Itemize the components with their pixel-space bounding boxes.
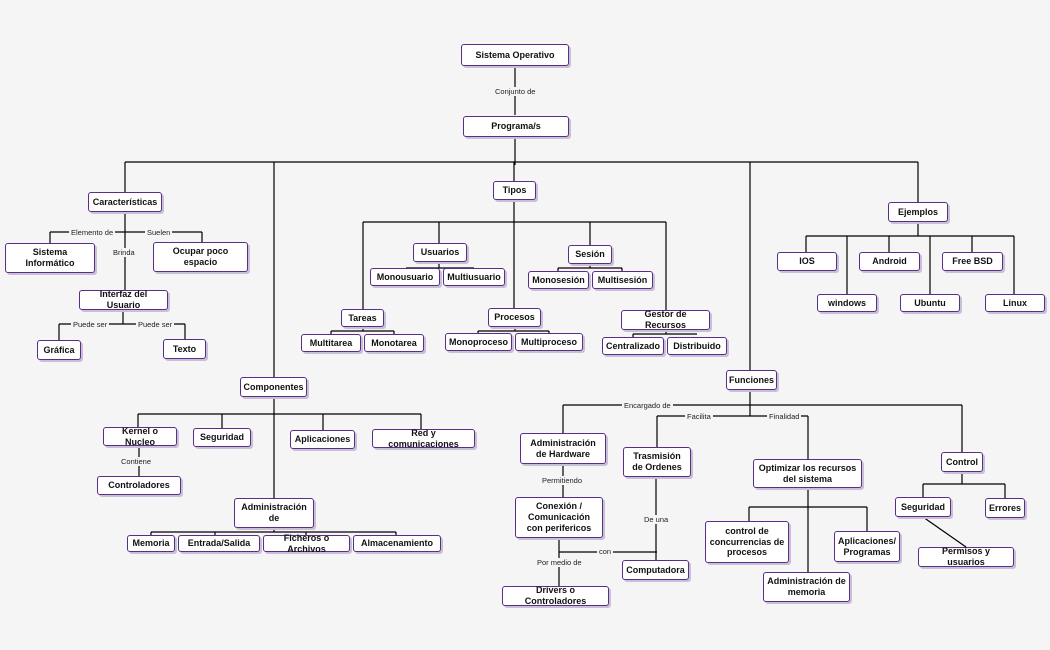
node-ficheros-o-archivos: Ficheros o Archivos: [263, 533, 350, 554]
node-distribuido: Distribuido: [667, 337, 727, 355]
label-elemento-de: Elemento de: [69, 228, 116, 237]
node-drivers-o-controladores: Drivers o Controladores: [502, 585, 609, 606]
label-puede-ser-1: Puede ser: [71, 320, 110, 329]
node-aplicaciones: Aplicaciones: [290, 430, 355, 449]
node-texto: Texto: [163, 339, 206, 359]
label-contiene: Contiene: [119, 457, 154, 466]
node-ejemplos: Ejemplos: [888, 202, 948, 222]
label-suelen: Suelen: [145, 228, 173, 237]
node-sistema-informatico: Sistema Informático: [5, 243, 95, 273]
label-puede-ser-2: Puede ser: [136, 320, 175, 329]
node-android: Android: [859, 252, 920, 271]
label-facilita: Facilita: [685, 412, 713, 421]
node-tipos: Tipos: [493, 181, 536, 200]
node-usuarios: Usuarios: [413, 243, 467, 262]
node-funciones: Funciones: [726, 370, 777, 390]
node-administracion-de: Administración de: [234, 498, 314, 528]
node-grafica: Gráfica: [37, 340, 81, 360]
node-linux: Linux: [985, 294, 1045, 312]
label-por-medio-de: Por medio de: [535, 558, 584, 567]
node-almacenamiento: Almacenamiento: [353, 535, 441, 552]
node-control: Control: [941, 452, 983, 472]
label-conjunto-de: Conjunto de: [493, 87, 538, 96]
node-permisos-y-usuarios: Permisos y usuarios: [918, 546, 1014, 567]
label-de-una: De una: [642, 515, 671, 524]
node-monosesion: Monosesión: [528, 271, 589, 289]
node-memoria: Memoria: [127, 535, 175, 552]
label-brinda: Brinda: [111, 248, 137, 257]
node-trasmision-de-ordenes: Trasmisión de Ordenes: [623, 447, 691, 477]
node-ocupar-poco-espacio: Ocupar poco espacio: [153, 242, 248, 272]
node-administracion-de-hardware: Administración de Hardware: [520, 433, 606, 464]
node-multiusuario: Multiusuario: [443, 268, 505, 286]
node-monoproceso: Monoproceso: [445, 333, 512, 351]
node-multitarea: Multitarea: [301, 334, 361, 352]
node-gestor-de-recursos: Gestor de Recursos: [621, 309, 710, 330]
node-seguridad-componente: Seguridad: [193, 428, 251, 447]
node-seguridad-funcion: Seguridad: [895, 497, 951, 517]
node-tareas: Tareas: [341, 309, 384, 327]
node-control-de-concurrencias: control de concurrencias de procesos: [705, 521, 789, 563]
node-centralizado: Centralizado: [602, 337, 664, 355]
node-programas: Programa/s: [463, 116, 569, 137]
node-multiproceso: Multiproceso: [515, 333, 583, 351]
node-componentes: Componentes: [240, 377, 307, 397]
label-encargado-de: Encargado de: [622, 401, 673, 410]
node-administracion-de-memoria: Administración de memoria: [763, 572, 850, 602]
node-sistema-operativo: Sistema Operativo: [461, 44, 569, 66]
label-con: con: [597, 547, 614, 556]
node-multisesion: Multisesión: [592, 271, 653, 289]
node-caracteristicas: Características: [88, 192, 162, 212]
node-red-y-comunicaciones: Red y comunicaciones: [372, 428, 475, 449]
node-optimizar-recursos: Optimizar los recursos del sistema: [753, 459, 862, 488]
node-computadora: Computadora: [622, 560, 689, 580]
node-aplicaciones-programas: Aplicaciones/ Programas: [834, 531, 900, 562]
node-free-bsd: Free BSD: [942, 252, 1003, 271]
node-monousuario: Monousuario: [370, 268, 440, 286]
node-kernel-o-nucleo: Kernel o Nucleo: [103, 426, 177, 447]
node-windows: windows: [817, 294, 877, 312]
node-ios: IOS: [777, 252, 837, 271]
node-entrada-salida: Entrada/Salida: [178, 535, 260, 552]
node-errores: Errores: [985, 498, 1025, 518]
node-conexion-perifericos: Conexión / Comunicación con perifericos: [515, 497, 603, 538]
node-interfaz-del-usuario: Interfaz del Usuario: [79, 289, 168, 310]
node-controladores: Controladores: [97, 476, 181, 495]
node-sesion: Sesión: [568, 245, 612, 264]
node-procesos: Procesos: [488, 308, 541, 327]
label-permitiendo: Permitiendo: [540, 476, 585, 485]
node-monotarea: Monotarea: [364, 334, 424, 352]
node-ubuntu: Ubuntu: [900, 294, 960, 312]
label-finalidad: Finalidad: [767, 412, 802, 421]
